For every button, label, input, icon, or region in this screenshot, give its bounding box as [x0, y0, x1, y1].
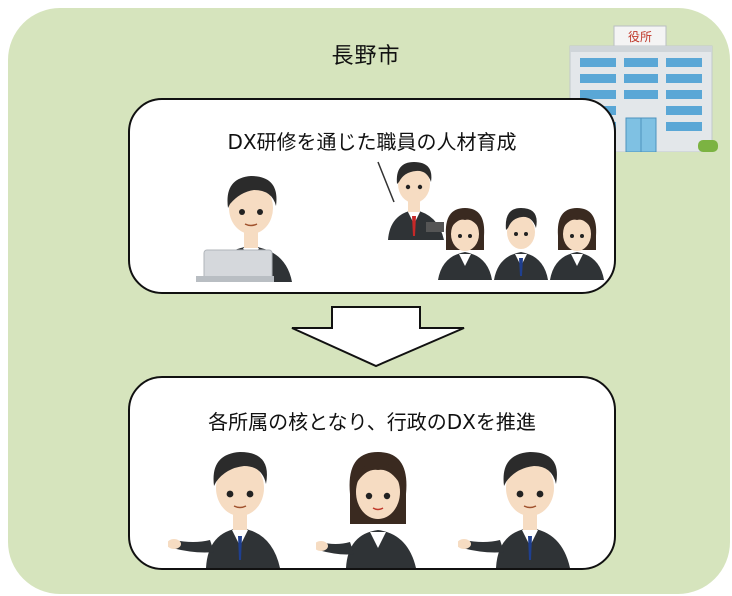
instructor-icon: [377, 161, 444, 240]
staff-presenting-icon: [168, 452, 280, 568]
promotion-caption: 各所属の核となり、行政のDXを推進: [208, 410, 536, 434]
trainee-man-icon: [494, 208, 548, 280]
staff-presenting-woman-icon: [316, 452, 416, 568]
down-arrow-icon: [291, 306, 465, 368]
staff-at-laptop-icon: [196, 176, 292, 282]
training-box: DX研修を通じた職員の人材育成: [128, 98, 616, 294]
city-title: 長野市: [331, 44, 401, 69]
staff-presenting-icon: [458, 452, 570, 568]
promotion-box: 各所属の核となり、行政のDXを推進: [128, 376, 616, 570]
trainee-woman-icon: [438, 208, 492, 280]
building-sign: 役所: [628, 29, 652, 44]
training-caption: DX研修を通じた職員の人材育成: [227, 130, 517, 154]
trainee-woman-icon: [550, 208, 604, 280]
